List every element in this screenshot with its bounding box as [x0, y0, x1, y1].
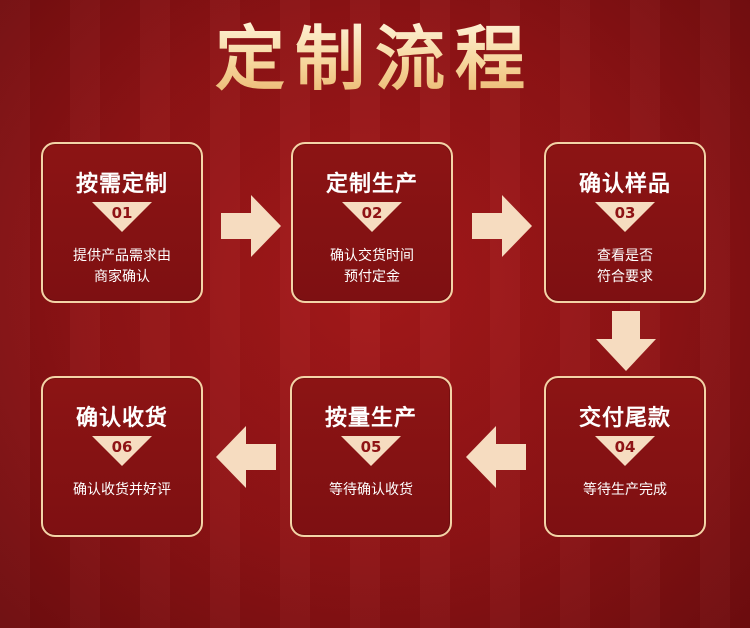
step-number: 02: [361, 204, 383, 222]
step-card-2: 定制生产 02 确认交货时间 预付定金: [291, 142, 453, 303]
page-title: 定制流程: [0, 14, 750, 104]
step-description: 查看是否 符合要求: [552, 246, 698, 288]
step-card-4: 交付尾款 04 等待生产完成: [544, 376, 706, 537]
step-description: 等待生产完成: [552, 480, 698, 501]
step-description-line: 确认交货时间: [330, 248, 414, 264]
arrow-left-icon: [466, 426, 526, 488]
step-number-badge: [595, 436, 655, 466]
step-number: 06: [111, 438, 133, 456]
step-description-line: 等待确认收货: [329, 482, 413, 498]
step-number-badge: [92, 202, 152, 232]
step-card-6: 确认收货 06 确认收货并好评: [41, 376, 203, 537]
step-title: 按需定制: [75, 172, 168, 197]
arrow-right-icon: [221, 195, 281, 257]
step-description-line: 符合要求: [597, 269, 653, 285]
step-description: 确认收货并好评: [49, 480, 195, 501]
step-title: 交付尾款: [578, 406, 671, 431]
arrow-left-icon: [216, 426, 276, 488]
step-number: 01: [111, 204, 133, 222]
step-card-5: 按量生产 05 等待确认收货: [290, 376, 452, 537]
step-description: 提供产品需求由 商家确认: [49, 246, 195, 288]
arrow-down-icon: [596, 311, 656, 371]
step-title: 按量生产: [324, 406, 417, 431]
step-title: 确认收货: [75, 406, 168, 431]
step-description: 等待确认收货: [298, 480, 444, 501]
step-description-line: 商家确认: [94, 269, 150, 285]
step-number-badge: [595, 202, 655, 232]
step-number: 05: [360, 438, 382, 456]
step-card-3: 确认样品 03 查看是否 符合要求: [544, 142, 706, 303]
step-description: 确认交货时间 预付定金: [299, 246, 445, 288]
step-card-1: 按需定制 01 提供产品需求由 商家确认: [41, 142, 203, 303]
step-number: 04: [614, 438, 636, 456]
step-description-line: 查看是否: [597, 248, 653, 264]
step-number-badge: [92, 436, 152, 466]
step-number: 03: [614, 204, 636, 222]
step-title: 确认样品: [578, 172, 671, 197]
step-number-badge: [341, 436, 401, 466]
step-description-line: 提供产品需求由: [73, 248, 171, 264]
step-description-line: 确认收货并好评: [73, 482, 171, 498]
step-number-badge: [342, 202, 402, 232]
step-description-line: 等待生产完成: [583, 482, 667, 498]
arrow-right-icon: [472, 195, 532, 257]
step-description-line: 预付定金: [344, 269, 400, 285]
step-title: 定制生产: [325, 172, 418, 197]
